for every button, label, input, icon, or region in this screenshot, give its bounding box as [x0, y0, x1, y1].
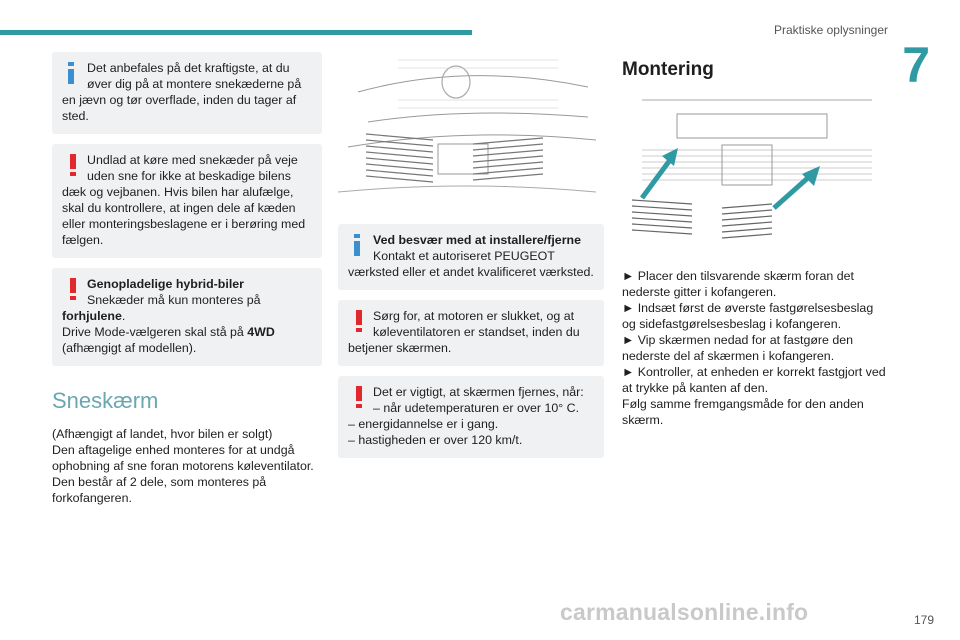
warning-text: betjener skærmen.	[348, 341, 452, 355]
column-3: Montering ► Placer den tilsvarende skærm…	[622, 52, 888, 428]
warning-text-line: Snekæder må kun monteres på	[87, 293, 261, 307]
period: .	[121, 309, 126, 323]
info-box: Ved besvær med at installere/fjerne Kont…	[338, 224, 604, 290]
drive-mode-value: 4WD	[247, 325, 275, 339]
instruction-step: ► Kontroller, at enheden er korrekt fast…	[622, 365, 886, 395]
info-text-line: Kontakt et autoriseret PEUGEOT	[373, 249, 555, 263]
warning-text-line: Undlad at køre med snekæder på veje	[87, 153, 298, 167]
body-paragraph: Den består af 2 dele, som monteres på fo…	[52, 475, 267, 505]
warning-text: dæk og vejbanen. Hvis bilen har alufælge…	[62, 185, 306, 247]
info-text-line: Det anbefales på det kraftigste, at du	[87, 61, 290, 75]
body-paragraph: Den aftagelige enhed monteres for at und…	[52, 443, 314, 473]
body-paragraph: (Afhængigt af landet, hvor bilen er solg…	[52, 427, 273, 441]
warning-text-line: – energidannelse er i gang.	[348, 417, 499, 431]
warning-text-line: – hastigheden er over 120 km/t.	[348, 433, 523, 447]
installation-illustration	[631, 99, 872, 239]
warning-box: Sørg for, at motoren er slukket, og at k…	[338, 300, 604, 366]
info-box: Det anbefales på det kraftigste, at du ø…	[52, 52, 322, 134]
warning-text-line: uden sne for ikke at beskadige bilens	[87, 169, 291, 183]
instruction-step: ► Placer den tilsvarende skærm foran det…	[622, 269, 854, 299]
front-bumper-illustration	[337, 59, 597, 193]
instruction-step: ► Vip skærmen nedad for at fastgøre den …	[622, 333, 854, 363]
warning-text-line: forhjulene.	[62, 308, 312, 324]
warning-title: Genopladelige hybrid-biler	[87, 277, 244, 291]
chapter-number: 7	[902, 37, 930, 93]
chapter-title: Praktiske oplysninger	[773, 23, 888, 37]
header-bar	[0, 30, 472, 35]
instruction-list: ► Placer den tilsvarende skærm foran det…	[622, 268, 888, 428]
warning-icon	[356, 310, 362, 332]
info-title: Ved besvær med at installere/fjerne	[373, 233, 581, 247]
bold-word: forhjulene	[62, 309, 122, 323]
warning-box: Undlad at køre med snekæder på veje uden…	[52, 144, 322, 258]
instruction-step: Følg samme fremgangsmåde for den anden s…	[622, 397, 864, 427]
info-text-line: øver dig på at montere snekæderne på	[87, 77, 302, 91]
instruction-step: ► Indsæt først de øverste fastgørelsesbe…	[622, 301, 874, 331]
info-text: værksted eller et andet kvalificeret vær…	[348, 265, 594, 279]
warning-text-line: Sørg for, at motoren er slukket, og at	[373, 309, 575, 323]
info-icon	[354, 234, 360, 256]
warning-text-line: køleventilatoren er standset, inden du	[373, 325, 580, 339]
column-2: Ved besvær med at installere/fjerne Kont…	[337, 52, 604, 468]
section-title: Sneskærm	[52, 388, 159, 413]
warning-icon	[70, 278, 76, 300]
column-1: Det anbefales på det kraftigste, at du ø…	[52, 52, 322, 506]
warning-icon	[356, 386, 362, 408]
warning-text-line: Det er vigtigt, at skærmen fjernes, når:	[373, 385, 584, 399]
montering-title: Montering	[622, 59, 714, 80]
info-text: en jævn og tør overflade, inden du tager…	[62, 93, 297, 123]
warning-box: Genopladelige hybrid-biler Snekæder må k…	[52, 268, 322, 366]
info-icon	[68, 62, 74, 84]
drive-mode-text: Drive Mode-vælgeren skal stå på	[62, 325, 248, 339]
warning-box: Det er vigtigt, at skærmen fjernes, når:…	[338, 376, 604, 458]
page-number: 179	[913, 613, 934, 627]
warning-text-line: (afhængigt af modellen).	[62, 341, 197, 355]
warning-text-line: – når udetemperaturen er over 10° C.	[373, 401, 580, 415]
warning-text-line: Drive Mode-vælgeren skal stå på 4WD	[62, 324, 312, 340]
warning-icon	[70, 154, 76, 176]
watermark: carmanualsonline.info	[560, 599, 809, 625]
section-body: (Afhængigt af landet, hvor bilen er solg…	[52, 426, 322, 506]
